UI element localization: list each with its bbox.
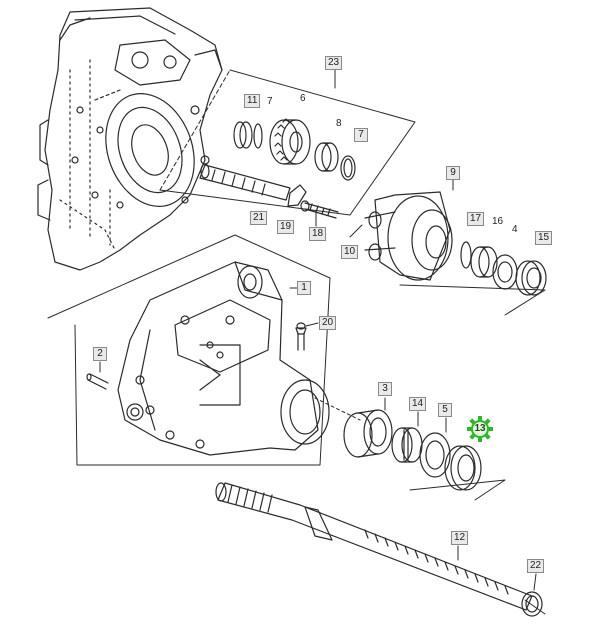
- callout-part-18[interactable]: 18: [309, 227, 327, 241]
- callout-part-7-right[interactable]: 7: [354, 128, 368, 142]
- callout-part-21[interactable]: 21: [250, 211, 268, 225]
- gear-icon: [467, 416, 493, 442]
- callout-part-11[interactable]: 11: [244, 94, 261, 108]
- callout-part-12[interactable]: 12: [451, 531, 469, 545]
- callout-part-1[interactable]: 1: [297, 281, 311, 295]
- callout-part-10[interactable]: 10: [341, 245, 359, 259]
- highlight-gear-icon[interactable]: 13: [467, 416, 493, 442]
- upper-gear-set: [199, 118, 356, 227]
- yoke-assembly: [349, 179, 547, 316]
- callout-part-8[interactable]: 8: [336, 118, 342, 129]
- callout-part-6[interactable]: 6: [300, 93, 306, 104]
- callout-part-15[interactable]: 15: [535, 231, 553, 245]
- callout-part-20[interactable]: 20: [319, 316, 337, 330]
- axle-shaft: [215, 482, 546, 617]
- callout-part-3[interactable]: 3: [378, 382, 392, 396]
- upper-assembly-frame: [159, 69, 416, 216]
- callout-part-2[interactable]: 2: [93, 347, 107, 361]
- callout-part-7-upper[interactable]: 7: [267, 96, 273, 107]
- callout-part-5[interactable]: 5: [438, 403, 452, 417]
- callout-part-4[interactable]: 4: [512, 224, 518, 235]
- callout-part-19[interactable]: 19: [277, 220, 295, 234]
- middle-assembly-frame: [47, 234, 331, 466]
- bearing-seal-group: [314, 397, 506, 501]
- callout-part-9[interactable]: 9: [446, 166, 460, 180]
- callout-part-14[interactable]: 14: [409, 397, 427, 411]
- callout-part-23[interactable]: 23: [325, 56, 343, 70]
- dowel-pin: [86, 361, 109, 390]
- callout-part-13: 13: [474, 423, 486, 434]
- transmission-housing: [37, 7, 223, 271]
- callout-part-17[interactable]: 17: [467, 212, 485, 226]
- final-drive-housing: [117, 261, 330, 456]
- grease-fitting: [295, 322, 319, 351]
- callout-part-16[interactable]: 16: [492, 216, 504, 227]
- callout-part-22[interactable]: 22: [527, 559, 545, 573]
